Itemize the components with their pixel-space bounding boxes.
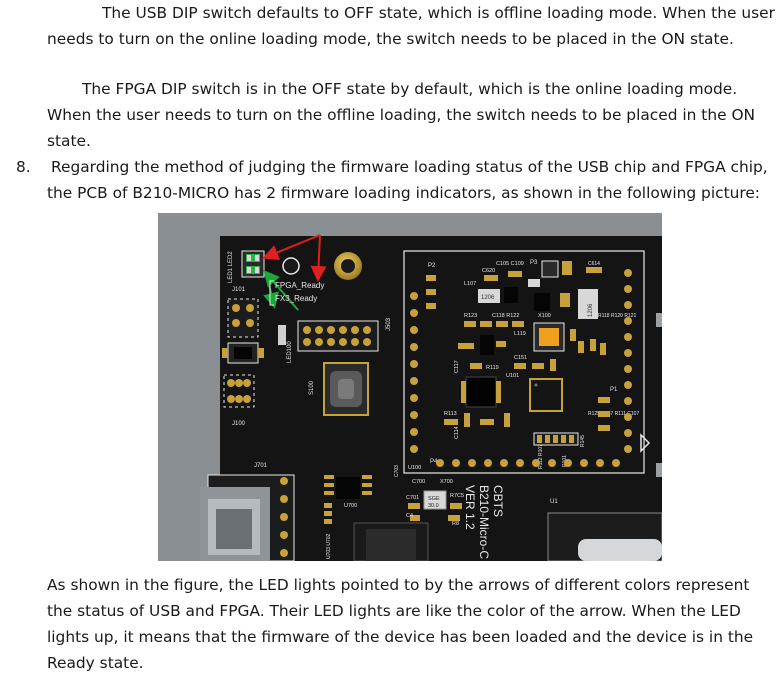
c105-c109-label: C105 C109 (496, 261, 524, 267)
crystal-marking-bottom: 30.0 (428, 503, 439, 509)
chip-u700 (324, 475, 372, 499)
chip-u101 (461, 376, 501, 408)
r112-r107-label: R112 R107 (538, 444, 544, 469)
c701-label: C701 (406, 495, 419, 501)
j701-vias (280, 477, 288, 557)
j701-label: J701 (254, 463, 268, 469)
via-column-right (624, 269, 632, 453)
j101-label: J101 (232, 287, 246, 293)
x700-label: X700 (440, 479, 453, 485)
j100-label: J100 (232, 421, 246, 427)
c4-label: C4 (406, 513, 413, 519)
crystal-caps (408, 503, 462, 521)
mounting-hole-center (341, 259, 355, 273)
tactile-switch (323, 362, 369, 416)
passives-row-1 (464, 321, 524, 327)
red-arrow-to-led (262, 234, 321, 260)
p2-label: P2 (428, 263, 436, 269)
r119-label: R119 (486, 365, 499, 371)
u1-label: U1 (550, 499, 558, 505)
u700-label: U700 (344, 503, 357, 509)
fx3-ready-label: FX3_Ready (275, 294, 317, 303)
board-model-label: B210-Micro-C (477, 485, 491, 559)
l107-label: L107 (464, 281, 476, 287)
edge-triangle-marker (640, 433, 651, 453)
c117-label: C117 (454, 360, 460, 373)
via-row-bottom (436, 459, 620, 467)
x100-label: X100 (538, 313, 551, 319)
component-left-chip (222, 342, 264, 364)
c118-r122-label: C118 R122 (492, 313, 519, 319)
fpga-ready-label: FPGA_Ready (275, 281, 324, 290)
c703-label: C703 (394, 465, 400, 477)
crystal-marking-top: SGE (428, 496, 440, 502)
board-version-label: VER 1.2 (463, 485, 477, 530)
c114-label: C114 (454, 426, 460, 439)
s100-label: S100 (309, 380, 315, 395)
pin-header (297, 320, 379, 352)
r118-label: R118 R120 R121 (598, 313, 636, 319)
inductor-right-label: 1206 (588, 303, 594, 317)
fpga-switch-paragraph: The FPGA DIP switch is in the OFF state … (47, 80, 756, 150)
inductor-1206-label: 1206 (481, 295, 495, 301)
c700-label: C700 (412, 479, 425, 485)
r113-label: R113 (444, 411, 457, 417)
r123-label: R123 (464, 313, 477, 319)
chip-qfn (529, 378, 563, 412)
c151-label: C151 (514, 355, 527, 361)
passives-right (570, 329, 606, 355)
list-item-number: 8. (16, 158, 31, 176)
l119-label: L119 (514, 331, 526, 337)
resistor-array (533, 432, 579, 446)
red-arrow-to-label (310, 234, 327, 282)
list-item-text: Regarding the method of judging the firm… (47, 158, 768, 202)
lower-chip (353, 522, 429, 561)
left-smd-array (324, 503, 332, 524)
led100-label: LED100 (287, 341, 293, 363)
r145-label: R145 (580, 435, 586, 447)
j503-label: J503 (386, 317, 392, 331)
u101-label: U101 (506, 373, 519, 379)
c620-label: C620 (482, 268, 495, 274)
p1-label: P1 (610, 387, 618, 393)
via-column-left (410, 292, 418, 453)
crystal-x100 (533, 322, 565, 352)
right-inductor (560, 289, 598, 319)
sot-chip (504, 279, 550, 311)
passives-row-2 (470, 359, 556, 371)
r125-label: R125 C137 R111 C107 (588, 411, 639, 417)
component-led100 (278, 325, 286, 345)
top-caps (484, 260, 602, 281)
rf-shield-outline (403, 250, 645, 474)
mounting-hole-small (282, 257, 300, 275)
c614-label: C614 (588, 261, 600, 267)
r7c5-label: R7C5 (450, 493, 464, 499)
edge-side-pads (656, 313, 662, 477)
pcb-figure: LED1 LED2 FPGA_Ready FX3_Ready J101 J100… (158, 213, 662, 561)
led-indicators (241, 250, 265, 278)
inductor-1206 (478, 289, 500, 303)
chip-u1 (547, 512, 662, 561)
u703-label: U703 U702 (326, 533, 332, 559)
j100-connector (223, 374, 255, 408)
crystal-x700 (423, 490, 447, 510)
j101-connector (227, 298, 259, 338)
usb-switch-paragraph: The USB DIP switch defaults to OFF state… (47, 4, 775, 48)
p4-label: P4 (430, 459, 438, 465)
label-bracket (269, 280, 274, 306)
p3-label: P3 (530, 260, 538, 266)
u100-label: U100 (408, 465, 421, 471)
p2-pads (426, 275, 436, 309)
green-arrow-to-led (263, 269, 299, 311)
p1-pads (598, 397, 610, 431)
explanation-paragraph: As shown in the figure, the LED lights p… (47, 576, 754, 672)
passives-row-3 (444, 413, 510, 427)
mid-components (458, 335, 506, 355)
usb-connector (200, 474, 295, 561)
board-name-label: CBTS (491, 485, 505, 517)
r8-label: R8 (452, 521, 459, 527)
led-refs-label: LED1 LED2 (228, 251, 234, 283)
